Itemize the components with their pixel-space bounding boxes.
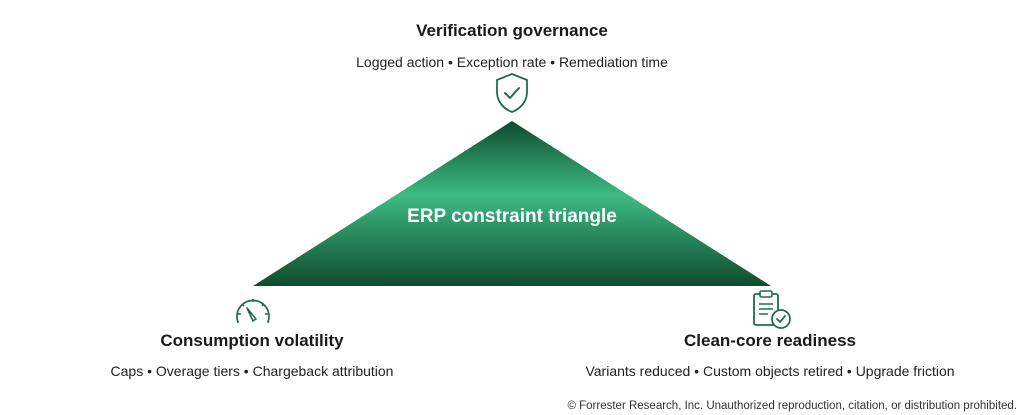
triangle-label: ERP constraint triangle — [407, 206, 617, 227]
triangle-shape — [253, 121, 771, 286]
gauge-icon — [236, 299, 270, 323]
clean-core-readiness-metrics: Variants reduced • Custom objects retire… — [585, 363, 955, 379]
clipboard-check-icon — [753, 290, 791, 329]
verification-governance-title: Verification governance — [416, 21, 608, 40]
consumption-volatility-title: Consumption volatility — [160, 331, 344, 350]
verification-governance-metrics: Logged action • Exception rate • Remedia… — [356, 54, 668, 70]
shield-check-icon — [496, 73, 528, 113]
copyright-notice: © Forrester Research, Inc. Unauthorized … — [567, 400, 1017, 412]
clean-core-readiness-title: Clean-core readiness — [684, 331, 856, 350]
consumption-volatility-metrics: Caps • Overage tiers • Chargeback attrib… — [110, 363, 394, 379]
